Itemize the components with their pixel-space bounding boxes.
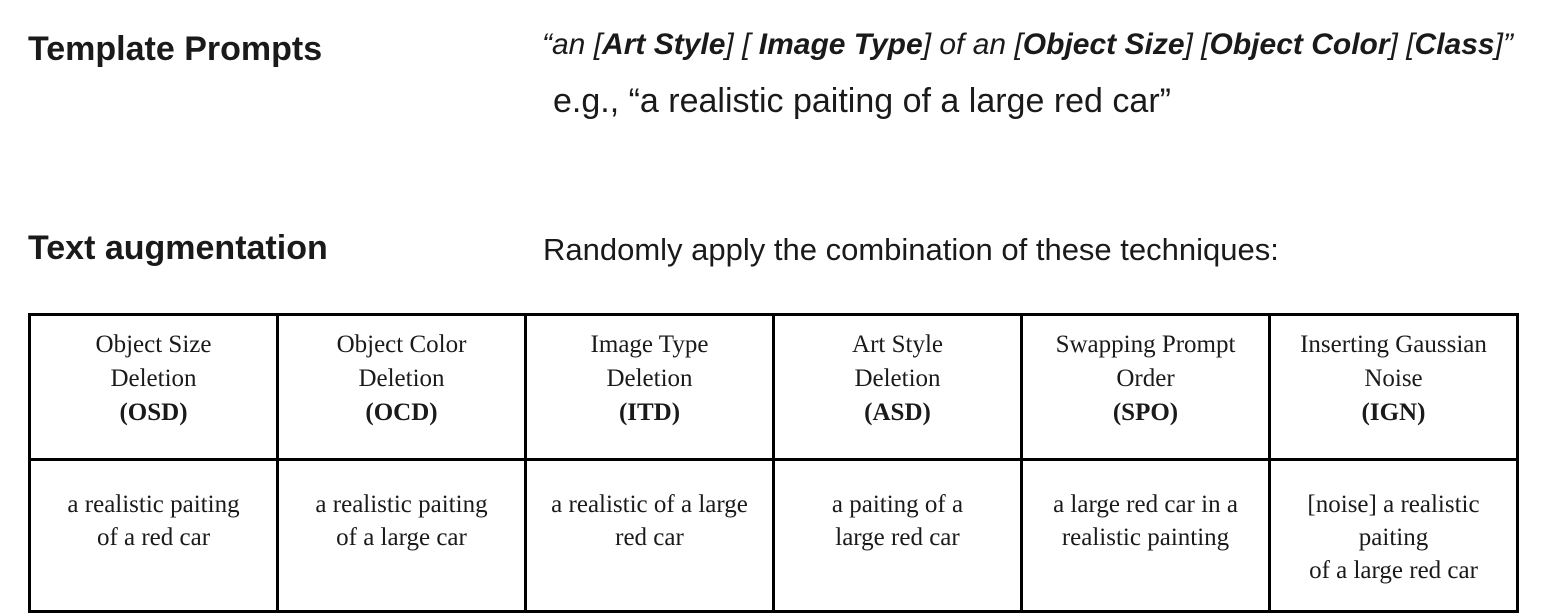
technique-cell-osd: Object Size Deletion (OSD) xyxy=(28,313,279,461)
example-cell-ign: [noise] a realistic paiting of a large r… xyxy=(1268,458,1519,613)
example-cell-osd: a realistic paiting of a red car xyxy=(28,458,279,613)
technique-cell-spo: Swapping Prompt Order (SPO) xyxy=(1020,313,1271,461)
example-line: red car xyxy=(615,524,684,551)
technique-name-line: Image Type xyxy=(590,331,709,358)
technique-abbr: (ASD) xyxy=(864,399,931,426)
example-line: a realistic paiting xyxy=(315,491,488,518)
technique-cell-itd: Image Type Deletion (ITD) xyxy=(524,313,775,461)
template-example: e.g., “a realistic paiting of a large re… xyxy=(553,82,1171,120)
example-line: a paiting of a xyxy=(831,491,964,518)
example-line: of a red car xyxy=(96,524,211,551)
example-cell-itd: a realistic of a large red car xyxy=(524,458,775,613)
technique-examples-row: a realistic paiting of a red car a reali… xyxy=(28,458,1519,613)
example-line: large red car xyxy=(835,524,960,551)
template-slot-object-size: Object Size xyxy=(1022,28,1185,61)
technique-name-line: Swapping Prompt xyxy=(1055,331,1236,358)
technique-abbr: (SPO) xyxy=(1112,399,1179,426)
technique-abbr: (ITD) xyxy=(618,399,681,426)
template-part: “an [ xyxy=(542,28,603,61)
template-part: ] [ xyxy=(1184,28,1210,61)
technique-name-line: Deletion xyxy=(358,365,445,392)
example-cell-asd: a paiting of a large red car xyxy=(772,458,1023,613)
template-prompts-heading: Template Prompts xyxy=(28,30,323,68)
example-line: a large red car in a xyxy=(1053,491,1238,518)
technique-abbr: (OCD) xyxy=(365,399,438,426)
augmentation-techniques-table: Object Size Deletion (OSD) Object Color … xyxy=(28,313,1519,613)
template-slot-class: Class xyxy=(1414,28,1495,61)
technique-name-line: Deletion xyxy=(854,365,941,392)
technique-name-line: Deletion xyxy=(110,365,197,392)
example-cell-spo: a large red car in a realistic painting xyxy=(1020,458,1271,613)
example-line: a realistic of a large xyxy=(551,491,748,518)
technique-name-line: Object Color xyxy=(336,331,467,358)
technique-abbr: (IGN) xyxy=(1361,399,1426,426)
example-line: [noise] a realistic paiting xyxy=(1307,491,1480,551)
template-part: ] [ xyxy=(725,28,759,61)
technique-cell-ocd: Object Color Deletion (OCD) xyxy=(276,313,527,461)
template-slot-image-type: Image Type xyxy=(758,28,923,61)
augmentation-description: Randomly apply the combination of these … xyxy=(543,232,1279,267)
technique-cell-asd: Art Style Deletion (ASD) xyxy=(772,313,1023,461)
template-part: ] [ xyxy=(1389,28,1415,61)
example-line: of a large car xyxy=(336,524,467,551)
technique-name-line: Deletion xyxy=(606,365,693,392)
example-line: a realistic paiting xyxy=(67,491,240,518)
example-cell-ocd: a realistic paiting of a large car xyxy=(276,458,527,613)
example-line: of a large red car xyxy=(1309,557,1478,584)
template-prompt-pattern: “an [Art Style] [ Image Type] of an [Obj… xyxy=(542,28,1513,62)
technique-name-line: Noise xyxy=(1364,365,1423,392)
example-line: realistic painting xyxy=(1061,524,1230,551)
technique-name-line: Object Size xyxy=(95,331,212,358)
technique-name-line: Order xyxy=(1116,365,1175,392)
technique-abbr: (OSD) xyxy=(119,399,188,426)
text-augmentation-heading: Text augmentation xyxy=(28,229,328,267)
template-slot-object-color: Object Color xyxy=(1209,28,1390,61)
template-part: ]” xyxy=(1494,28,1513,61)
technique-name-line: Inserting Gaussian xyxy=(1300,331,1487,358)
technique-cell-ign: Inserting Gaussian Noise (IGN) xyxy=(1268,313,1519,461)
template-slot-art-style: Art Style xyxy=(602,28,726,61)
template-part: ] of an [ xyxy=(922,28,1023,61)
technique-name-line: Art Style xyxy=(852,331,943,358)
technique-names-row: Object Size Deletion (OSD) Object Color … xyxy=(28,313,1519,461)
